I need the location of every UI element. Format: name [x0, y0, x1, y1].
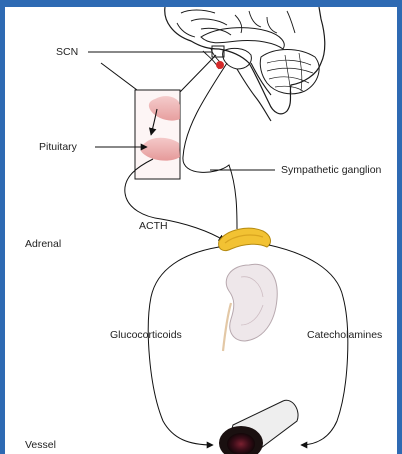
scn-marker: [216, 61, 224, 69]
adrenal-gland: [219, 228, 271, 250]
label-acth: ACTH: [139, 220, 168, 232]
inset-line-lower: [180, 55, 216, 92]
brain-illustration: [165, 7, 325, 121]
vessel-illustration: [219, 400, 298, 454]
label-catecholamines: Catecholamines: [307, 329, 382, 341]
label-pituitary: Pituitary: [39, 141, 78, 153]
label-scn: SCN: [56, 46, 78, 58]
sympathetic-pathway: [183, 63, 237, 229]
glucocorticoids-pathway: [148, 247, 219, 445]
hpa-diagram: SCN Pituitary Sympathetic ganglion ACTH …: [5, 7, 397, 454]
label-glucocorticoids: Glucocorticoids: [110, 329, 182, 341]
label-adrenal: Adrenal: [25, 238, 61, 250]
label-vessel: Vessel: [25, 439, 56, 451]
label-sympathetic-ganglion: Sympathetic ganglion: [281, 164, 382, 176]
kidney-illustration: [223, 264, 277, 351]
